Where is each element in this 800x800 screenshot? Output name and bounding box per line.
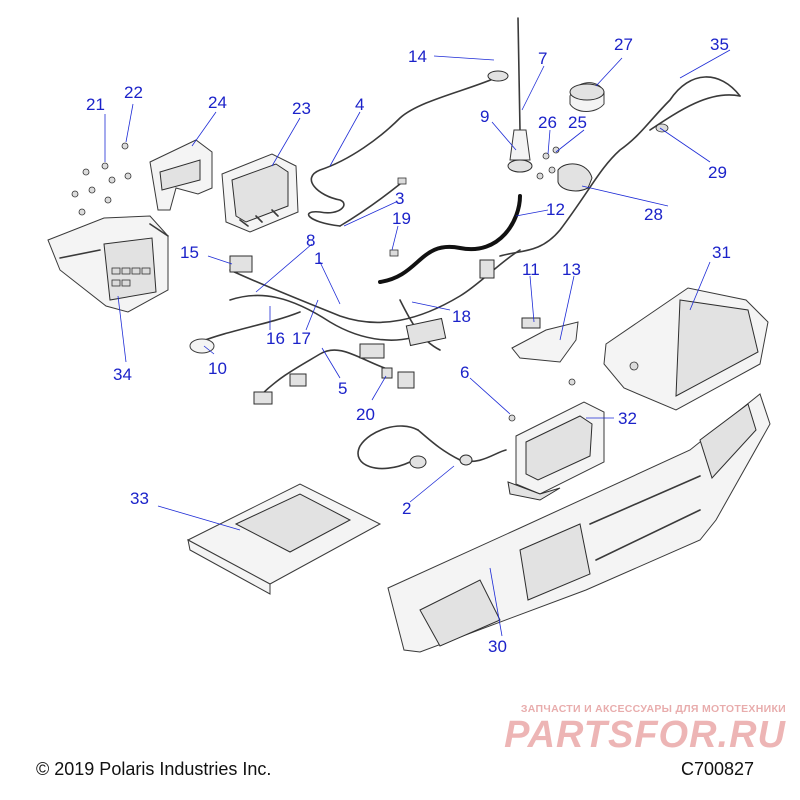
callout-9: 9 [480, 107, 489, 126]
callout-22: 22 [124, 83, 143, 102]
part-11-13-bracket [511, 317, 579, 363]
callout-5: 5 [338, 379, 347, 398]
part-30-dash-frame [387, 393, 771, 653]
part-34-dash-bezel [47, 215, 169, 313]
callout-29: 29 [708, 163, 727, 182]
watermark: ЗАПЧАСТИ И АКСЕССУАРЫ ДЛЯ МОТОТЕХНИКИ PA… [476, 703, 786, 755]
part-25-26-hardware [536, 146, 560, 180]
part-23-display [221, 153, 299, 233]
part-27-dome [569, 82, 605, 112]
callout-12: 12 [546, 200, 565, 219]
watermark-tagline: ЗАПЧАСТИ И АКСЕССУАРЫ ДЛЯ МОТОТЕХНИКИ [520, 703, 786, 715]
part-28-base [557, 163, 593, 192]
callout-16: 16 [266, 329, 285, 348]
part-6-screw [508, 378, 576, 422]
callout-27: 27 [614, 35, 633, 54]
part-35-harness [499, 76, 741, 257]
callout-25: 25 [568, 113, 587, 132]
part-20-connector [381, 367, 393, 379]
callout-35: 35 [710, 35, 729, 54]
callout-14: 14 [408, 47, 427, 66]
part-33-tray [186, 483, 382, 595]
callout-18: 18 [452, 307, 471, 326]
callout-33: 33 [130, 489, 149, 508]
callout-30: 30 [488, 637, 507, 656]
callout-32: 32 [618, 409, 637, 428]
callout-31: 31 [712, 243, 731, 262]
callout-28: 28 [644, 205, 663, 224]
callout-17: 17 [292, 329, 311, 348]
part-31-glovebox [603, 287, 769, 411]
callout-1: 1 [314, 249, 323, 268]
callout-6: 6 [460, 363, 469, 382]
part-2-cable [357, 425, 507, 470]
callout-19: 19 [392, 209, 411, 228]
callout-21: 21 [86, 95, 105, 114]
callout-26: 26 [538, 113, 557, 132]
callout-2: 2 [402, 499, 411, 518]
callout-13: 13 [562, 260, 581, 279]
callout-20: 20 [356, 405, 375, 424]
callout-11: 11 [522, 260, 540, 279]
callout-3: 3 [395, 189, 404, 208]
callout-8: 8 [306, 231, 315, 250]
diagram-code: C700827 [681, 759, 755, 779]
part-4-cable [307, 70, 509, 227]
callout-23: 23 [292, 99, 311, 118]
part-1-main-harness [199, 249, 521, 405]
part-32-switch-panel [507, 401, 605, 501]
part-3-cable [339, 177, 407, 227]
callouts: 1 2 3 4 5 6 7 8 9 10 11 12 13 14 15 16 1… [86, 35, 731, 656]
part-24-bracket [149, 139, 213, 211]
callout-7: 7 [538, 49, 547, 68]
callout-34: 34 [113, 365, 132, 384]
watermark-logo: PARTSFOR.RU [504, 714, 786, 756]
callout-24: 24 [208, 93, 227, 112]
leader-lines [104, 49, 731, 637]
copyright-text: © 2019 Polaris Industries Inc. [36, 759, 272, 779]
part-21-22-screws [71, 142, 132, 216]
callout-4: 4 [355, 95, 364, 114]
part-12-cable [378, 194, 522, 284]
callout-15: 15 [180, 243, 199, 262]
callout-10: 10 [208, 359, 227, 378]
part-7-9-antenna [507, 17, 533, 173]
